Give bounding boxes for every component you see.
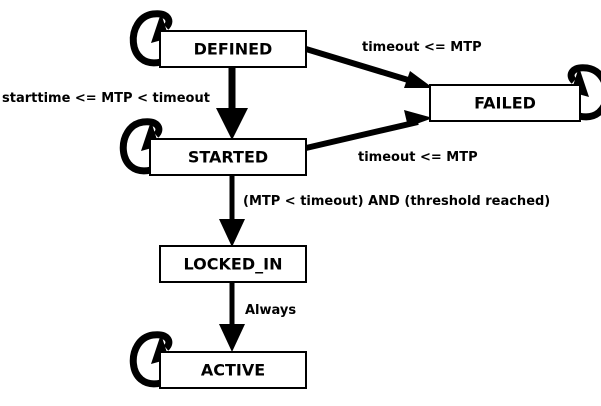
state-label-started: STARTED [188, 148, 268, 167]
state-box-active[interactable] [159, 351, 307, 389]
state-node-failed[interactable]: FAILED [429, 84, 581, 122]
state-box-started[interactable] [149, 138, 307, 176]
state-box-defined[interactable] [159, 30, 307, 68]
edge-defined-to-failed [305, 46, 433, 88]
state-node-started[interactable]: STARTED [149, 138, 307, 176]
state-box-locked-in[interactable] [159, 245, 307, 283]
state-node-defined[interactable]: DEFINED [159, 30, 307, 68]
state-label-active: ACTIVE [201, 361, 265, 380]
edge-label-started-to-failed: timeout <= MTP [358, 150, 478, 165]
state-label-defined: DEFINED [194, 40, 273, 59]
edge-defined-to-started [216, 67, 248, 140]
edge-label-defined-to-started: starttime <= MTP < timeout [2, 91, 210, 106]
edge-started-to-failed [305, 110, 433, 151]
edge-label-defined-to-failed: timeout <= MTP [362, 40, 482, 55]
state-node-locked-in[interactable]: LOCKED_IN [159, 245, 307, 283]
edge-started-to-locked-in [219, 175, 245, 247]
edge-label-locked-in-to-active: Always [245, 303, 296, 318]
state-node-active[interactable]: ACTIVE [159, 351, 307, 389]
state-box-failed[interactable] [429, 84, 581, 122]
state-label-failed: FAILED [474, 94, 536, 113]
edge-label-started-to-locked-in: (MTP < timeout) AND (threshold reached) [243, 194, 550, 209]
state-label-locked-in: LOCKED_IN [184, 255, 283, 274]
edge-locked-in-to-active [219, 282, 245, 352]
